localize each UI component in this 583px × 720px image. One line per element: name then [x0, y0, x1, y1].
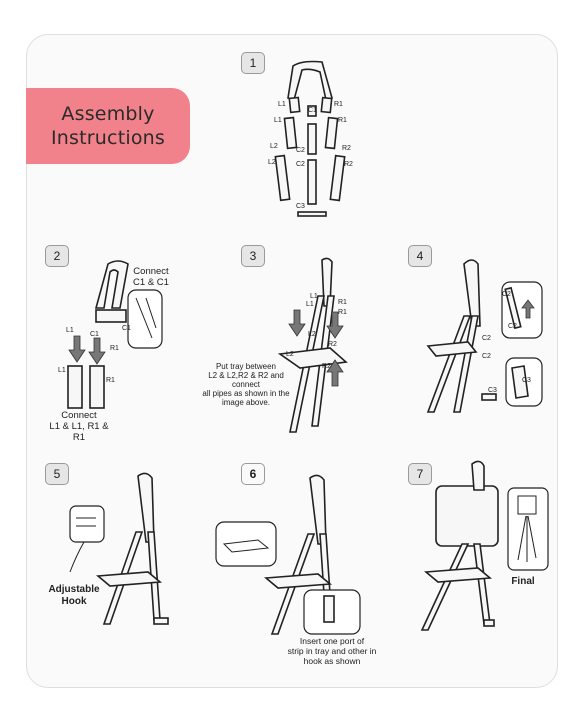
step-number-2: 2	[45, 245, 69, 267]
step3-label-r2b: R2	[322, 363, 331, 370]
step1-label-l2b: L2	[268, 159, 276, 166]
step-5-illustration	[69, 472, 169, 625]
step4-label-c3a: C3	[488, 387, 497, 394]
step1-label-c3: C3	[296, 203, 305, 210]
step3-label-r1b: R1	[338, 309, 347, 316]
step3-label-r2a: R2	[328, 341, 337, 348]
step-6-illustration	[215, 474, 361, 635]
step-4-illustration: C2 C2 C2 C2 C3 C3	[426, 259, 543, 413]
step-2-connect-top: Connect C1 & C1	[133, 266, 169, 288]
step-number-6: 6	[241, 463, 265, 485]
step3-label-l1a: L1	[310, 293, 318, 300]
step4-label-c2c: C2	[482, 335, 491, 342]
step-3-note: Put tray between L2 & L2,R2 & R2 and con…	[202, 362, 290, 407]
step1-label-r1b: R1	[338, 117, 347, 124]
step-number-1: 1	[241, 52, 265, 74]
step1-label-l1a: L1	[278, 101, 286, 108]
step-7-illustration	[420, 460, 549, 631]
step2-label-l1b: L1	[58, 367, 66, 374]
step-1-exploded-parts: L1 R1 C1 L1 R1 C2 L2 R2 L2 C2 R2 C3	[268, 60, 353, 217]
step3-label-r1a: R1	[338, 299, 347, 306]
banner-line-1: Assembly	[61, 103, 155, 125]
step4-label-c2d: C2	[482, 353, 491, 360]
assembly-instructions-banner: Assembly Instructions	[26, 88, 190, 164]
step1-label-r2b: R2	[344, 161, 353, 168]
step2-label-r1b: R1	[106, 377, 115, 384]
step-number-5: 5	[45, 463, 69, 485]
step3-label-l2a: L2	[308, 331, 316, 338]
step-number-3: 3	[241, 245, 265, 267]
step-number-7: 7	[408, 463, 432, 485]
step2-label-r1: R1	[110, 345, 119, 352]
step2-label-l1: L1	[66, 327, 74, 334]
step-2-illustration: L1 R1 C1 C1 L1 R1	[58, 260, 163, 409]
step2-label-c1a: C1	[90, 331, 99, 338]
step1-label-r2a: R2	[342, 145, 351, 152]
step1-label-l2a: L2	[270, 143, 278, 150]
step1-label-c1: C1	[308, 107, 317, 114]
step1-label-l1b: L1	[274, 117, 282, 124]
step4-label-c2b: C2	[508, 323, 517, 330]
step-7-final-label: Final	[511, 576, 535, 587]
step-6-note: Insert one port of strip in tray and oth…	[287, 636, 377, 666]
step-number-4: 4	[408, 245, 432, 267]
step1-label-c2b: C2	[296, 161, 305, 168]
step4-label-c2a: C2	[502, 291, 511, 298]
step-2-connect-bottom: Connect L1 & L1, R1 & R1	[49, 410, 109, 443]
step2-label-c1b: C1	[122, 325, 131, 332]
step-5-adjustable-hook-label: Adjustable Hook	[48, 584, 100, 607]
step3-label-l1b: L1	[306, 301, 314, 308]
banner-line-2: Instructions	[51, 127, 165, 149]
step1-label-r1a: R1	[334, 101, 343, 108]
step-3-illustration: L1 R1 L1 R1 L2 R2 L2 R2	[277, 257, 348, 433]
step3-label-l2b: L2	[286, 351, 294, 358]
step1-label-c2a: C2	[296, 147, 305, 154]
step4-label-c3b: C3	[522, 377, 531, 384]
